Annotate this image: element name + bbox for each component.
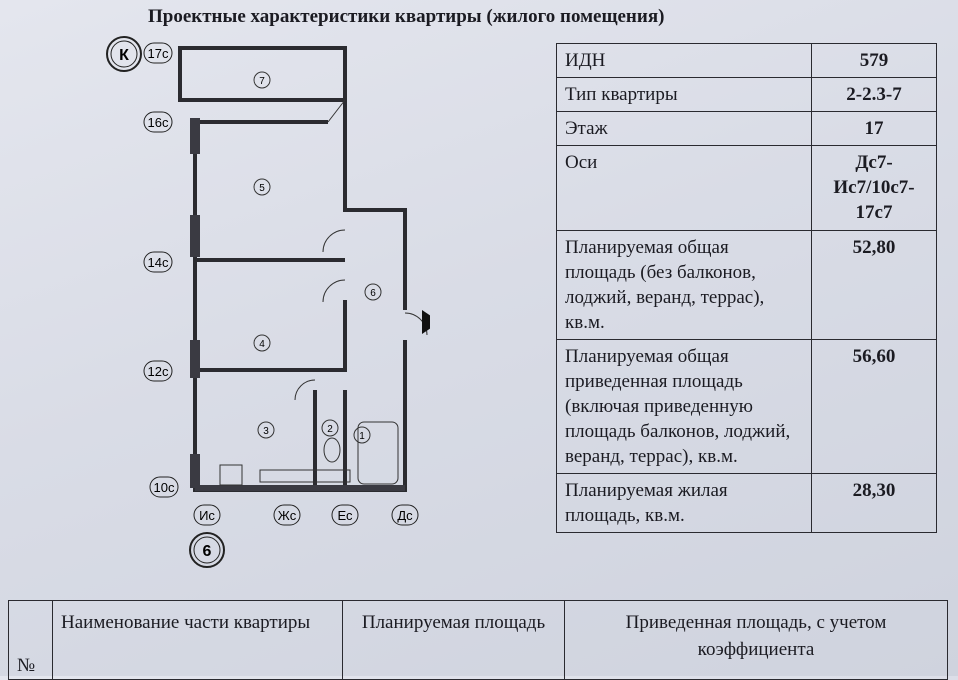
spec-label: Планируемая общая приведенная площадь (в… <box>556 339 812 474</box>
header-reduced-area: Приведенная площадь, с учетом коэффициен… <box>564 600 948 680</box>
room-1: 1 <box>359 431 365 442</box>
specs-table: ИДН 579 Тип квартиры 2-2.3-7 Этаж 17 Оси… <box>556 43 937 533</box>
axis-6-label: 6 <box>203 543 212 560</box>
spec-row-axes: Оси Дс7- Ис7/10с7- 17с7 <box>556 145 937 231</box>
room-4: 4 <box>259 339 265 350</box>
header-area: Планируемая площадь <box>342 600 565 680</box>
spec-value: 28,30 <box>811 473 937 533</box>
spec-label: Планируемая жилая площадь, кв.м. <box>556 473 812 533</box>
axis-marker-k: К <box>106 36 142 72</box>
spec-row-living-area: Планируемая жилая площадь, кв.м. 28,30 <box>556 473 937 533</box>
spec-value-axes: Дс7- Ис7/10с7- 17с7 <box>811 145 937 231</box>
page-title: Проектные характеристики квартиры (жилог… <box>148 6 665 27</box>
col-axis-e: Ес <box>337 508 353 523</box>
row-axis-14: 14с <box>148 255 169 270</box>
row-axis-12: 12с <box>148 364 169 379</box>
axes-line: Ис7/10с7- <box>833 177 915 198</box>
spec-row-floor: Этаж 17 <box>556 111 937 146</box>
spec-label: Тип квартиры <box>556 77 812 112</box>
room-7: 7 <box>259 76 265 87</box>
spec-row-type: Тип квартиры 2-2.3-7 <box>556 77 937 112</box>
spec-row-idn: ИДН 579 <box>556 43 937 78</box>
spec-value: 17 <box>811 111 937 146</box>
header-name: Наименование части квартиры <box>52 600 343 680</box>
col-axis-zh: Жс <box>278 508 297 523</box>
axes-line: Дс7- <box>855 152 893 173</box>
row-axis-17: 17с <box>148 46 169 61</box>
floor-plan: К 17с 16с 14с 12с 10с Ис Жс Ес Дс 6 <box>106 36 430 568</box>
header-number: № <box>8 600 53 680</box>
axis-k-label: К <box>119 47 129 64</box>
room-3: 3 <box>263 426 269 437</box>
spec-label: Этаж <box>556 111 812 146</box>
spec-value: 579 <box>811 43 937 78</box>
col-axis-d: Дс <box>397 508 413 523</box>
rooms-table: № Наименование части квартиры Планируема… <box>8 600 948 680</box>
spec-value: 2-2.3-7 <box>811 77 937 112</box>
col-axis-i: Ис <box>199 508 215 523</box>
row-axis-16: 16с <box>148 115 169 130</box>
spec-label: Планируемая общая площадь (без балконов,… <box>556 230 812 340</box>
axis-marker-6: 6 <box>189 532 225 568</box>
spec-label: ИДН <box>556 43 812 78</box>
entrance-arrow-icon <box>422 310 430 334</box>
spec-row-total-area: Планируемая общая площадь (без балконов,… <box>556 230 937 340</box>
spec-value: 52,80 <box>811 230 937 340</box>
spec-value: 56,60 <box>811 339 937 474</box>
room-5: 5 <box>259 183 265 194</box>
spec-row-reduced-area: Планируемая общая приведенная площадь (в… <box>556 339 937 474</box>
rooms-table-header: № Наименование части квартиры Планируема… <box>8 600 948 680</box>
axes-line: 17с7 <box>855 202 893 223</box>
room-6: 6 <box>370 288 376 299</box>
row-axis-10: 10с <box>154 480 175 495</box>
spec-label: Оси <box>556 145 812 231</box>
room-2: 2 <box>327 424 333 435</box>
